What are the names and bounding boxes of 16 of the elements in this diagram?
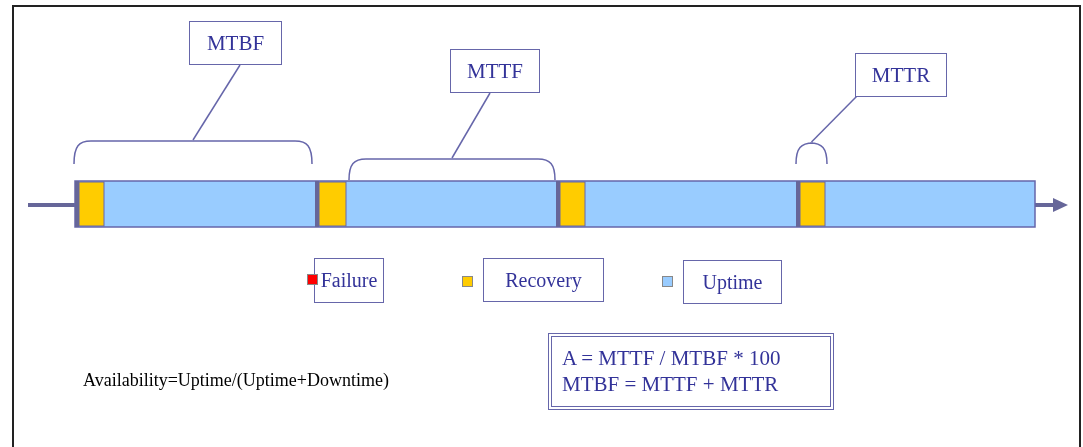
legend-label: Failure <box>314 258 384 303</box>
leader-line <box>810 95 858 143</box>
curly-bracket <box>348 158 556 180</box>
formula-box <box>548 333 834 410</box>
curly-bracket <box>73 140 313 164</box>
legend-label: Recovery <box>483 258 604 302</box>
term-label: MTTR <box>855 53 947 97</box>
term-label: MTBF <box>189 21 282 65</box>
term-label: MTTF <box>450 49 540 93</box>
legend-label: Uptime <box>683 260 782 304</box>
leader-line <box>192 64 241 141</box>
formula-note: Availability=Uptime/(Uptime+Downtime) <box>83 370 389 391</box>
leader-line <box>451 92 491 159</box>
curly-bracket <box>795 142 828 164</box>
formula-text: A = MTTF / MTBF * 100 <box>562 346 782 372</box>
formula-text: MTBF = MTTF + MTTR <box>562 371 780 397</box>
